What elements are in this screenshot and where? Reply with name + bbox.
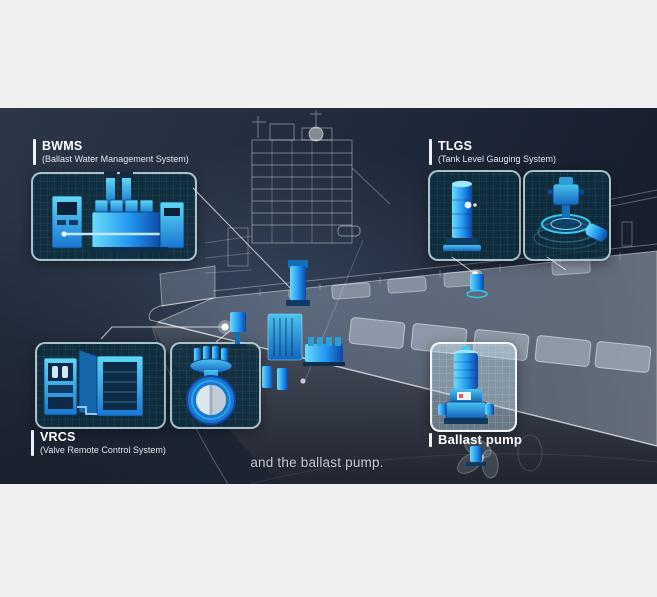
tlgs-full-name: (Tank Level Gauging System) [438,154,557,164]
ballast-pump-panel [430,342,517,432]
video-frame: BWMS (Ballast Water Management System) T… [0,108,657,484]
vrcs-panel-cabinets [35,342,166,429]
tlgs-abbr: TLGS [438,139,473,153]
label-bar [429,433,432,447]
vrcs-label: VRCS (Valve Remote Control System) [31,430,166,456]
label-bar [31,430,34,456]
ballast-pump-text: Ballast pump [438,432,523,447]
bwms-label: BWMS (Ballast Water Management System) [33,139,189,165]
tlgs-panel-gauge [523,170,611,261]
label-bar [429,139,432,165]
subtitle-caption: and the ballast pump. [250,455,384,470]
bwms-panel [31,172,197,261]
bwms-full-name: (Ballast Water Management System) [42,154,189,164]
ballast-pump-label: Ballast pump [429,432,522,447]
label-bar [33,139,36,165]
tlgs-label: TLGS (Tank Level Gauging System) [429,139,556,165]
vrcs-panel-valve [170,342,261,429]
vrcs-full-name: (Valve Remote Control System) [40,445,166,455]
bwms-abbr: BWMS [42,139,83,153]
vrcs-abbr: VRCS [40,430,76,444]
tlgs-panel-transmitter [428,170,521,261]
